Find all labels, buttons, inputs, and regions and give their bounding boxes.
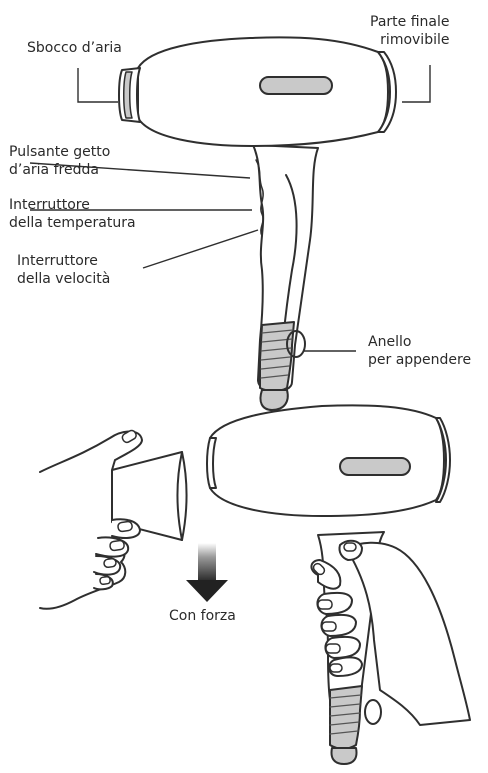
label-removable-end-line2: rimovibile [370, 31, 449, 49]
logo-plate-bottom [340, 458, 410, 475]
label-hanging-ring-line2: per appendere [368, 351, 471, 369]
leader-speed [143, 230, 258, 268]
logo-plate [260, 77, 332, 94]
label-force: Con forza [169, 607, 236, 625]
label-air-outlet-line1: Sbocco d’aria [27, 39, 122, 57]
label-speed-line2: della velocità [17, 270, 110, 288]
label-air-outlet: Sbocco d’aria [27, 39, 122, 57]
label-cold-shot-line1: Pulsante getto [9, 143, 110, 161]
base-cap-bottom [332, 748, 357, 764]
label-removable-end-line1: Parte finale [370, 13, 449, 31]
label-cold-shot-line2: d’aria fredda [9, 161, 110, 179]
label-force-line1: Con forza [169, 607, 236, 625]
label-temperature-line2: della temperatura [9, 214, 136, 232]
label-speed-line1: Interruttore [17, 252, 110, 270]
label-hanging-ring-line1: Anello [368, 333, 471, 351]
label-removable-end: Parte finale rimovibile [370, 13, 449, 49]
hanging-ring-bottom [365, 700, 381, 724]
label-hanging-ring: Anello per appendere [368, 333, 471, 369]
force-arrow [186, 543, 228, 602]
label-speed: Interruttore della velocità [17, 252, 110, 288]
dryer-top [119, 37, 396, 410]
left-hand-with-nozzle [40, 429, 187, 609]
label-temperature: Interruttore della temperatura [9, 196, 136, 232]
leader-air-outlet [78, 68, 118, 102]
label-cold-shot: Pulsante getto d’aria fredda [9, 143, 110, 179]
base-cap [260, 390, 287, 410]
leader-removable-end [402, 65, 430, 102]
label-temperature-line1: Interruttore [9, 196, 136, 214]
